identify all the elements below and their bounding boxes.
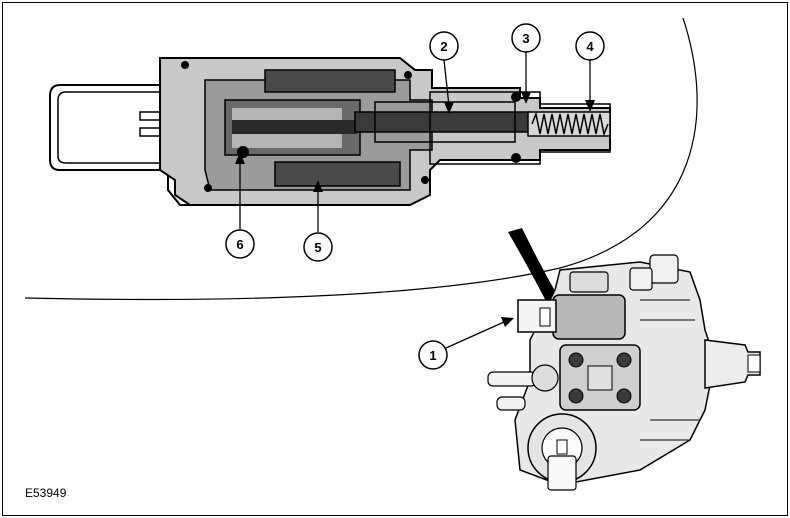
arrowhead-6 (235, 152, 245, 164)
callout-3: 3 (511, 23, 541, 53)
cover-bolt (616, 388, 632, 404)
seal-o-ring (511, 153, 521, 163)
arrowhead-4 (585, 100, 595, 112)
cover-bolt (568, 352, 584, 368)
pump-top-fitting (569, 271, 609, 293)
callout-label-6: 6 (236, 237, 243, 252)
valve-spool-housing (429, 91, 611, 165)
pump-top-fitting (649, 254, 679, 284)
leader-lines (235, 52, 595, 349)
callout-label-4: 4 (586, 39, 594, 54)
callout-label-3: 3 (522, 31, 529, 46)
leader-line-1 (445, 321, 505, 349)
callout-2: 2 (429, 31, 459, 61)
cover-bolt (616, 352, 632, 368)
arrowhead-1 (501, 317, 514, 327)
leader-line-2 (443, 59, 450, 107)
cover-bolt (568, 388, 584, 404)
pump-top-fitting (629, 267, 653, 291)
pump-inlet-pipe (487, 371, 537, 387)
callout-label-5: 5 (314, 240, 321, 255)
fuel-pump-illustration (487, 228, 761, 491)
pump-drive-shaft (704, 339, 761, 389)
pump-solenoid-connector-tab (539, 307, 551, 327)
seal-o-ring (204, 184, 212, 192)
pump-solenoid-valve (552, 294, 626, 340)
armature-highlight (232, 134, 342, 148)
callout-label-1: 1 (429, 348, 436, 363)
pump-return-pipe (496, 396, 526, 411)
armature-center-band (232, 120, 357, 134)
callout-6: 6 (225, 229, 255, 259)
figure-code: E53949 (25, 486, 67, 500)
coil-winding-bottom (274, 161, 401, 187)
seal-o-ring (404, 71, 412, 79)
seal-o-ring (421, 176, 429, 184)
callout-5: 5 (303, 232, 333, 262)
pump-fitting-round (531, 364, 559, 392)
arrowhead-5 (313, 180, 323, 192)
callout-label-2: 2 (440, 39, 447, 54)
push-rod (354, 111, 531, 133)
spring-coil (531, 111, 609, 137)
connector-inner-outline (57, 91, 168, 164)
seal-o-ring (181, 61, 189, 69)
magnifier-beam (508, 228, 560, 305)
arrowhead-2 (444, 102, 454, 114)
drive-shaft-tip (747, 354, 761, 373)
callout-1: 1 (418, 340, 448, 370)
seal-o-ring (511, 92, 521, 102)
callout-4: 4 (575, 31, 605, 61)
arrowhead-3 (521, 92, 531, 104)
coil-winding-top (264, 69, 396, 93)
cover-plate-center (587, 365, 613, 391)
pump-detail-line (640, 299, 700, 441)
armature-highlight (232, 108, 342, 120)
valve-cross-section (49, 57, 611, 206)
pump-lower-connector-tab (556, 439, 568, 455)
pump-lower-connector (547, 455, 577, 491)
